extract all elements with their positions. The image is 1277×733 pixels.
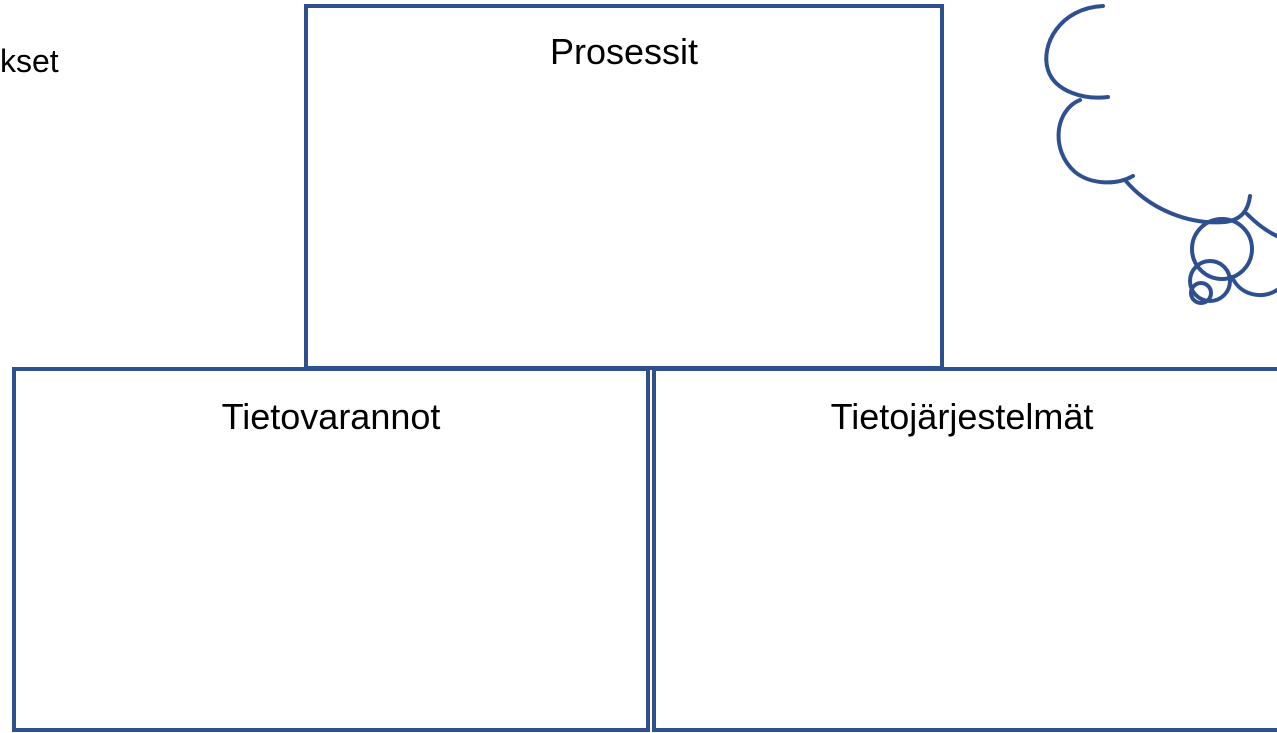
data-stores-box: Tietovarannot bbox=[12, 367, 650, 732]
thought-bubble-scallop-bottom bbox=[1125, 180, 1250, 222]
data-stores-label: Tietovarannot bbox=[16, 399, 646, 435]
thought-bubble-tail bbox=[1232, 277, 1277, 295]
thought-bubble-small bbox=[1191, 283, 1211, 303]
partial-heading-text: kset bbox=[0, 45, 59, 77]
processes-box: Prosessit bbox=[304, 4, 944, 370]
thought-bubble-medium bbox=[1190, 261, 1230, 301]
info-systems-label: Tietojärjestelmät bbox=[656, 399, 1268, 435]
thought-bubble-scallop-right bbox=[1247, 214, 1277, 236]
thought-bubble-scallop-middle bbox=[1059, 100, 1133, 182]
processes-label: Prosessit bbox=[308, 34, 940, 70]
thought-bubble-large bbox=[1192, 219, 1252, 279]
thought-bubble-scallop-top bbox=[1046, 6, 1108, 98]
info-systems-box: Tietojärjestelmät bbox=[652, 367, 1277, 732]
